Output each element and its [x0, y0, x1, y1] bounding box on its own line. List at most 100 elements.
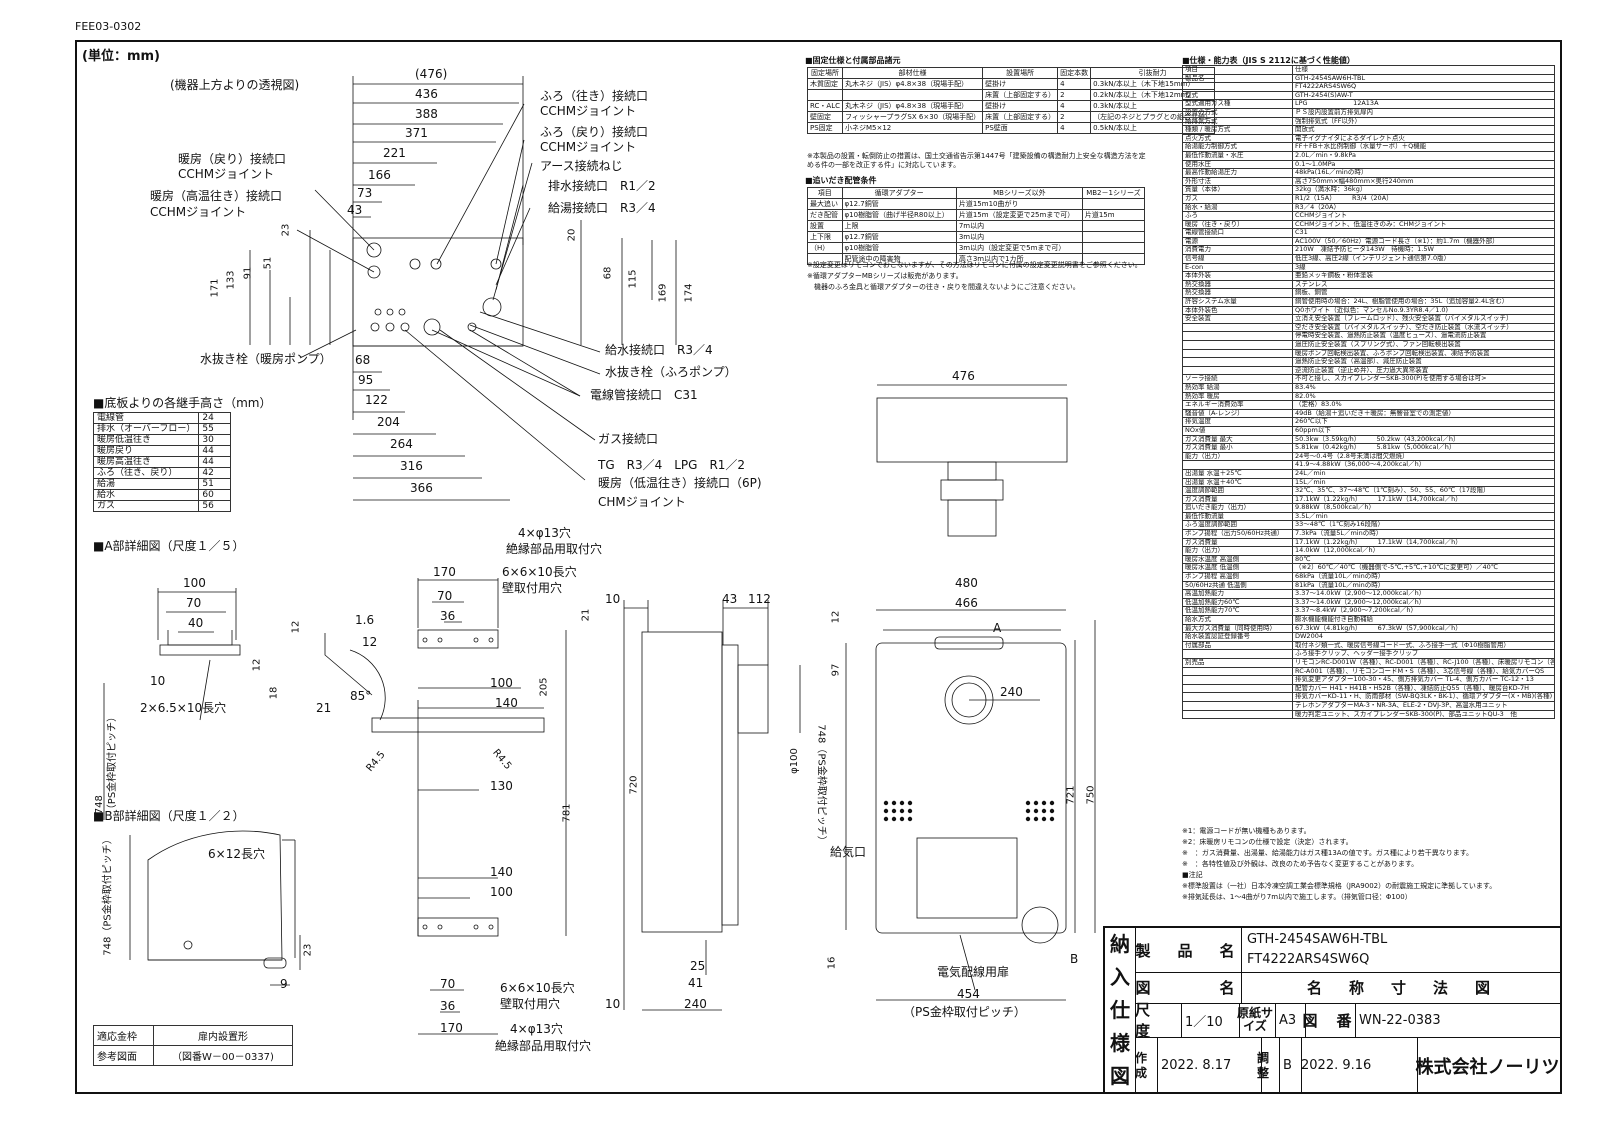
pipe-cell: 高さ3m以内で1カ所: [955, 253, 1083, 265]
spec-note: ※標準設置は（一社）日本冷凍空調工業会標準規格（JRA9002）の耐震施工規定に…: [1182, 882, 1497, 890]
spec-row: 排気変更アダプター100-30・45、側方排気カバー TL-4、側方カバー TC…: [1182, 675, 1555, 685]
spec-value: 高さ750mm×幅480mm×奥行240mm: [1292, 176, 1555, 187]
heights-value: 55: [198, 423, 231, 435]
tb-product-1: GTH-2454SAW6H-TBL: [1247, 932, 1388, 947]
fix-cell: 壁固定: [807, 111, 843, 123]
dim-b-204: 204: [377, 415, 400, 429]
spec-value: 暖力判定ユニット、スカイプレンダーSKB-300(P)、部品ユニットQU-3 他: [1292, 709, 1555, 720]
spec-item: NOx値: [1182, 425, 1293, 436]
spec-item: 騒音値（A-レンジ）: [1182, 408, 1293, 419]
heights-row: 排水（オーバーフロー）55: [92, 423, 231, 435]
tb-row-product: 製 品 名 GTH-2454SAW6H-TBL FT4222ARS4SW6Q: [1135, 928, 1562, 973]
spec-item: [1182, 709, 1293, 720]
spec-value: 9.88kW（8,500kcal／h）: [1292, 503, 1555, 513]
spec-item: [1182, 340, 1293, 350]
spec-row: 点火方式電子イグナイタによるダイレクト点火: [1182, 133, 1555, 144]
dim-b-122: 122: [365, 393, 388, 407]
label-bath-out-sub: CCHMジョイント: [540, 104, 637, 118]
document-code: FEE03-0302: [75, 20, 142, 33]
fix-cell: 壁掛け: [982, 78, 1059, 90]
dim-v-68: 68: [602, 266, 614, 280]
spec-row: 信号線低圧3線、高圧2線（インテリジェント通信第7.0版）: [1182, 254, 1555, 264]
dim-v-51: 51: [262, 256, 274, 270]
bracket-dim-70: 70: [437, 589, 453, 603]
spec-value: 電子イグナイタによるダイレクト点火: [1292, 133, 1555, 144]
spec-value: 48kPa(16L／minの時）: [1292, 168, 1555, 178]
pipe-cell: [1081, 198, 1146, 210]
spec-row: 種類 / 暖房方式開放式: [1182, 125, 1555, 135]
tb-drawing-name: 名 称 寸 法 図: [1306, 979, 1496, 997]
spec-value: 15L／min: [1292, 477, 1555, 488]
pipe-cell: 上下限: [807, 231, 843, 243]
spec-item: ふろ: [1182, 211, 1293, 221]
label-heat-hi: 暖房（高温往き）接続口: [150, 189, 283, 203]
pipe-cell: 配管途中の障害物: [841, 253, 957, 265]
pipe-cell: 7m以内: [955, 220, 1083, 232]
spec-item: [1182, 692, 1293, 702]
heights-value: 56: [198, 500, 231, 512]
spec-item: 能力（出力）: [1182, 546, 1293, 556]
bracket-top-holes: 4×φ13穴: [518, 526, 571, 540]
bracket-b-dim-70: 70: [440, 977, 456, 991]
side-dim-25: 25: [690, 959, 706, 973]
spec-item: 温度調節範囲: [1182, 486, 1293, 496]
spec-item: 低温加熱能力70℃: [1182, 606, 1293, 616]
spec-value: GTH-2454SAW6H-TBL: [1292, 73, 1555, 84]
spec-value: 67.3kW（4.81kg/h） 67.3kW（57,900kcal／h）: [1292, 623, 1555, 634]
spec-value: 過熱防止安全装置（高温部）、減圧防止装置: [1292, 357, 1555, 367]
spec-value: 排気変更アダプター100-30・45、側方排気カバー TL-4、側方カバー TC…: [1292, 675, 1555, 685]
heights-item: ふろ（往き、戻り）: [92, 467, 200, 479]
heights-value: 42: [198, 467, 231, 479]
spec-item: 高温加熱能力: [1182, 589, 1293, 599]
heights-item: ガス: [92, 500, 200, 512]
tb-check-rev: B: [1279, 1037, 1302, 1094]
vertical-char-3: 仕: [1110, 998, 1130, 1022]
bracket-top-slot-sub: 壁取付用穴: [502, 581, 563, 595]
dim-436: 436: [415, 87, 438, 101]
spec-item: 種類 / 暖房方式: [1182, 125, 1293, 135]
side-dim-41: 41: [688, 976, 704, 990]
pipe-table-title: ■追いだき配管条件: [805, 176, 877, 185]
spec-value: Q0ホワイト（近似色：マンセルNo.9.3YR8.4／1.0): [1292, 305, 1555, 316]
front-dim-240: 240: [1000, 685, 1023, 699]
spec-value: GTH-2454(S)AW-T: [1292, 90, 1555, 101]
spec-row: 空だき安全装置（バイメタルスイッチ）、空だき防止装置（水流スイッチ）: [1182, 322, 1555, 333]
spec-value: 開放式: [1292, 125, 1555, 135]
heights-item: 暖房高温往き: [92, 456, 200, 468]
bracket-bottom-slot: 6×6×10長穴: [500, 981, 575, 995]
bracket-dim-781: 781: [561, 803, 573, 823]
tb-scale-label: 尺 度: [1135, 1001, 1182, 1040]
pipe-header-cell: MBシリーズ以外: [955, 187, 1083, 199]
spec-value: 3.37～14.0kW（2,900～12,000kcal／h）: [1292, 597, 1555, 608]
tb-company: 株式会社ノーリツ: [1415, 1056, 1560, 1078]
spec-item: [1182, 365, 1293, 376]
spec-value: FF＋FB＋水比例制御（水量サーボ）＋Q機能: [1292, 142, 1555, 152]
fix-cell: [807, 89, 843, 101]
spec-row: 追いだき能力（出力）9.88kW（8,500kcal／h）: [1182, 503, 1555, 513]
bracket-bottom-slot-sub: 壁取付用穴: [500, 997, 561, 1011]
label-earth: アース接続ねじ: [540, 159, 623, 173]
spec-value: 49dB（給湯＋追いだき＋暖房：無響音室での測定値）: [1292, 408, 1555, 419]
spec-item: 暖房（往き・戻り）: [1182, 219, 1293, 230]
label-bath-ret: ふろ（戻り）接続口: [540, 125, 649, 139]
spec-item: [1182, 666, 1293, 677]
spec-header-cell: 項目: [1182, 65, 1293, 75]
tb-made-date: 2022. 8.17: [1157, 1037, 1262, 1094]
fix-table-note: ※本製品の設置・転倒防止の措置は、国土交通省告示第1447号「建築設備の構造耐力…: [807, 152, 1146, 170]
spec-row: 最大ガス消費量（同時使用時）67.3kW（4.81kg/h） 67.3kW（57…: [1182, 623, 1555, 634]
title-block-vertical: 納 入 仕 様 図: [1105, 928, 1136, 1094]
label-gas: ガス接続口: [598, 432, 659, 446]
spec-row: 逆流防止装置（逆止め弁）、圧力過大異常装置: [1182, 365, 1555, 376]
spec-value: 17.1kW（1.22kg/h） 17.1kW（14,700kcal／h）: [1292, 537, 1555, 548]
